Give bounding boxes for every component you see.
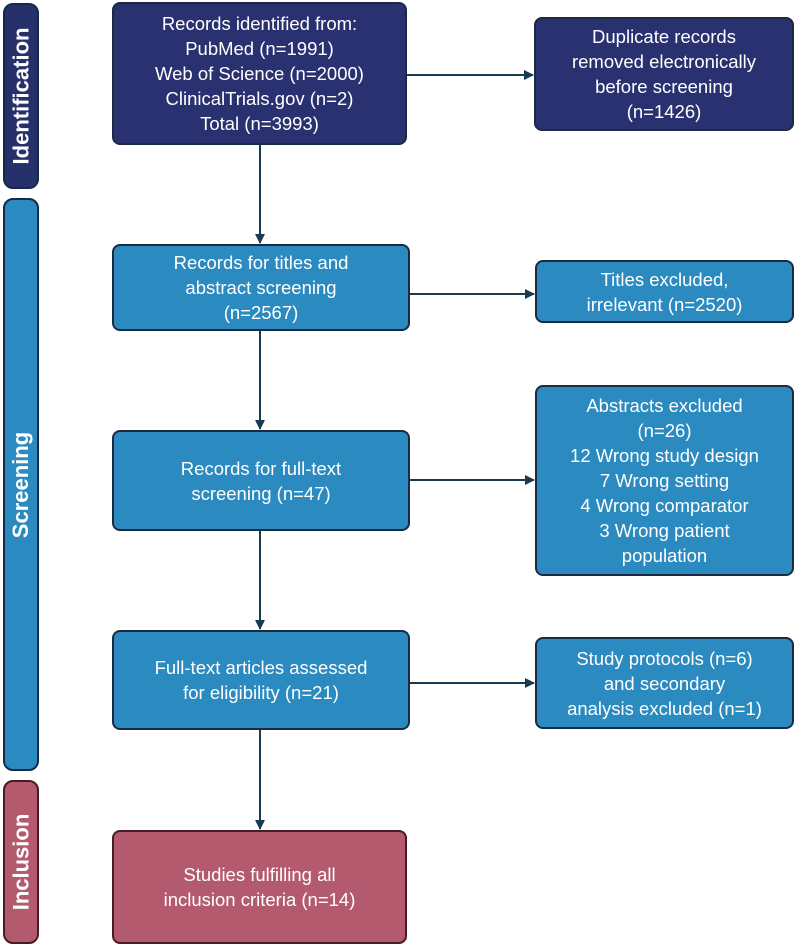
abstracts-excluded-line: 12 Wrong study design [570,445,759,466]
stage-inclusion: Inclusion [3,780,39,944]
titles-excluded-line: Titles excluded, [600,268,729,290]
stage-screening: Screening [3,198,39,771]
protocols-excluded-line: Study protocols (n=6) [576,647,753,669]
protocols-excluded-box: Study protocols (n=6) and secondary anal… [535,637,794,729]
protocols-excluded-line: analysis excluded (n=1) [567,697,762,719]
fulltext-screening-line: Records for full-text [180,457,342,479]
fulltext-assessed-box: Full-text articles assessed for eligibil… [112,630,410,730]
records-identified-line: Records identified from: [161,13,358,34]
abstracts-excluded-line: 3 Wrong patient [599,520,730,541]
records-identified-box: Records identified from: PubMed (n=1991)… [112,2,407,145]
title-abstract-screening-line: (n=2567) [223,302,299,323]
studies-included-line: inclusion criteria (n=14) [163,889,356,910]
abstracts-excluded-line: 4 Wrong comparator [580,495,749,516]
records-identified-line: Total (n=3993) [200,113,319,134]
duplicates-removed-line: removed electronically [571,51,757,72]
titles-excluded-line: irrelevant (n=2520) [586,293,743,315]
abstracts-excluded-line: Abstracts excluded [586,395,743,416]
title-abstract-screening-line: abstract screening [185,277,337,298]
records-identified-line: PubMed (n=1991) [185,38,334,59]
abstracts-excluded-line: 7 Wrong setting [599,470,730,491]
stage-identification: Identification [3,3,39,189]
duplicates-removed-line: (n=1426) [626,101,702,122]
fulltext-assessed-line: Full-text articles assessed [154,657,368,678]
title-abstract-screening-line: Records for titles and [173,252,349,273]
fulltext-screening-line: screening (n=47) [191,482,331,504]
fulltext-screening-box: Records for full-text screening (n=47) [112,430,410,531]
studies-included-line: Studies fulfilling all [183,864,336,885]
abstracts-excluded-line: population [621,545,708,566]
duplicates-removed-line: Duplicate records [592,26,736,47]
titles-excluded-box: Titles excluded, irrelevant (n=2520) [535,260,794,323]
title-abstract-screening-box: Records for titles and abstract screenin… [112,244,410,331]
fulltext-assessed-line: for eligibility (n=21) [183,682,339,703]
protocols-excluded-line: and secondary [603,672,726,694]
abstracts-excluded-line: (n=26) [637,420,692,441]
records-identified-line: Web of Science (n=2000) [155,63,364,84]
duplicates-removed-line: before screening [595,76,733,97]
duplicates-removed-box: Duplicate records removed electronically… [534,17,794,131]
records-identified-line: ClinicalTrials.gov (n=2) [165,88,354,109]
abstracts-excluded-box: Abstracts excluded (n=26) 12 Wrong study… [535,385,794,576]
studies-included-box: Studies fulfilling all inclusion criteri… [112,830,407,944]
